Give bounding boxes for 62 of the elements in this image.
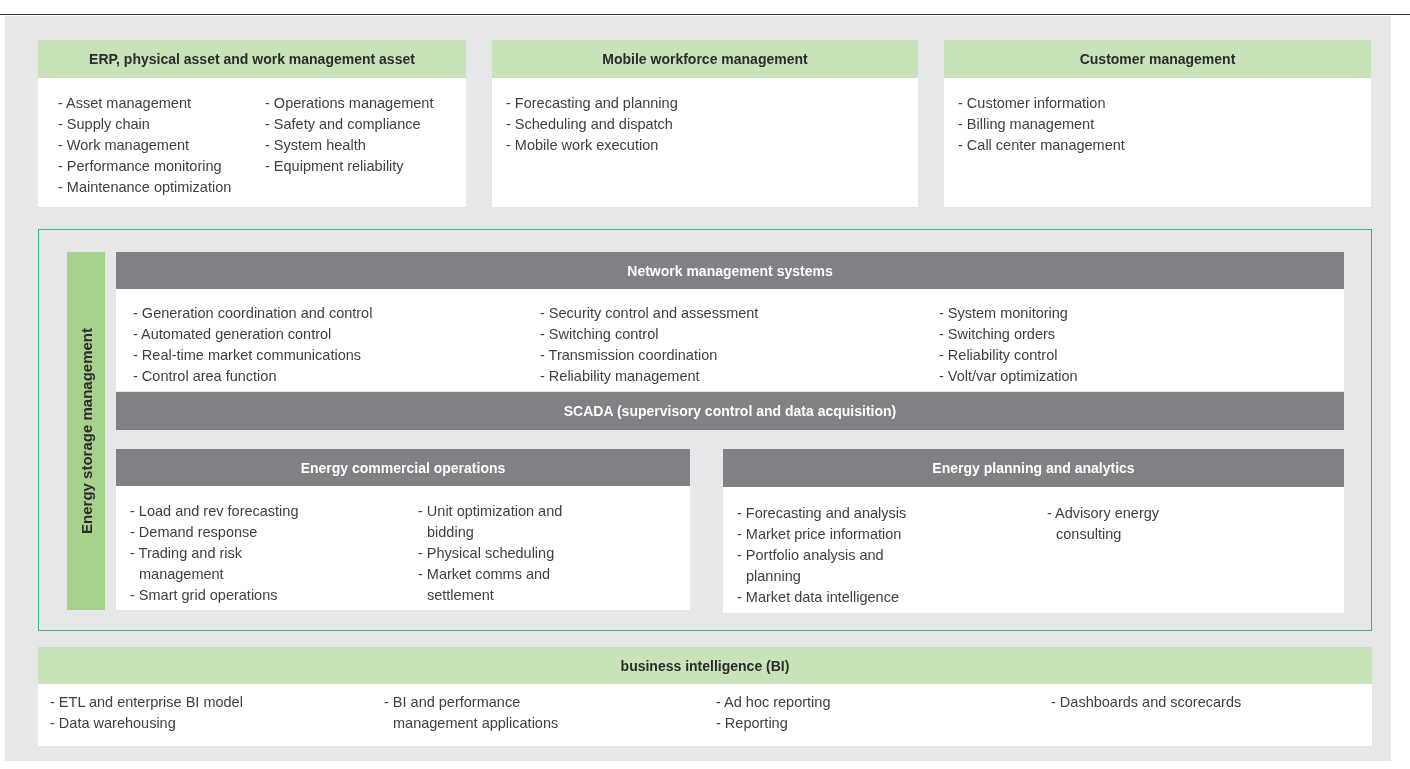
list-item: - Dashboards and scorecards	[1051, 693, 1243, 712]
list-item: - Switching control	[540, 325, 660, 344]
list-item: - Volt/var optimization	[939, 367, 1079, 386]
module-card	[723, 449, 1344, 613]
list-item: - Performance monitoring	[58, 157, 223, 176]
list-item: - Mobile work execution	[506, 136, 660, 155]
list-item: - Generation coordination and control	[133, 304, 374, 323]
list-item: - Trading and risk management	[130, 544, 244, 584]
box-heading: Mobile workforce management	[492, 40, 918, 78]
module-card	[116, 252, 1344, 391]
list-item: - Reliability management	[540, 367, 701, 386]
box-heading: business intelligence (BI)	[38, 647, 1372, 684]
list-item: - Unit optimization and bidding	[418, 502, 564, 542]
box-heading: ERP, physical asset and work management asset	[38, 40, 466, 78]
list-item: - Equipment reliability	[265, 157, 405, 176]
module-card	[492, 40, 918, 207]
layer-bar: SCADA (supervisory control and data acquisition)	[116, 392, 1344, 430]
list-item: - Load and rev forecasting	[130, 502, 300, 521]
module-card	[116, 449, 690, 610]
list-item: - Work management	[58, 136, 191, 155]
list-item: - Safety and compliance	[265, 115, 422, 134]
list-item: - Smart grid operations	[130, 586, 279, 605]
list-item: - Portfolio analysis and planning	[737, 546, 885, 586]
list-item: - Forecasting and planning	[506, 94, 679, 113]
list-item: - Automated generation control	[133, 325, 333, 344]
list-item: - Security control and assessment	[540, 304, 760, 323]
module-card	[944, 40, 1371, 207]
list-item: - Transmission coordination	[540, 346, 719, 365]
box-heading: Energy commercial operations	[116, 449, 690, 486]
list-item: - ETL and enterprise BI model	[50, 693, 244, 712]
side-bar: Energy storage management	[67, 252, 105, 610]
list-item: - Operations management	[265, 94, 435, 113]
list-item: - Demand response	[130, 523, 259, 542]
list-item: - Advisory energy consulting	[1047, 504, 1161, 544]
list-item: - Control area function	[133, 367, 278, 386]
list-item: - Asset management	[58, 94, 192, 113]
list-item: - System monitoring	[939, 304, 1069, 323]
list-item: - Forecasting and analysis	[737, 504, 908, 523]
list-item: - Ad hoc reporting	[716, 693, 832, 712]
group-frame	[38, 229, 1372, 631]
list-item: - Market comms and settlement	[418, 565, 552, 605]
box-heading: Customer management	[944, 40, 1371, 78]
list-item: - Supply chain	[58, 115, 151, 134]
list-item: - Billing management	[958, 115, 1096, 134]
box-heading: Energy planning and analytics	[723, 449, 1344, 487]
module-card	[38, 40, 466, 207]
list-item: - BI and performance management applications	[384, 693, 560, 733]
list-item: - Reporting	[716, 714, 789, 733]
box-heading: Network management systems	[116, 252, 1344, 289]
list-item: - Maintenance optimization	[58, 178, 233, 197]
list-item: - Scheduling and dispatch	[506, 115, 674, 134]
list-item: - Switching orders	[939, 325, 1057, 344]
list-item: - Data warehousing	[50, 714, 177, 733]
list-item: - Market price information	[737, 525, 903, 544]
list-item: - Market data intelligence	[737, 588, 900, 607]
list-item: - Physical scheduling	[418, 544, 556, 563]
list-item: - Customer information	[958, 94, 1107, 113]
list-item: - Real-time market communications	[133, 346, 363, 365]
list-item: - Call center management	[958, 136, 1126, 155]
list-item: - Reliability control	[939, 346, 1059, 365]
module-card	[38, 647, 1372, 746]
list-item: - System health	[265, 136, 367, 155]
